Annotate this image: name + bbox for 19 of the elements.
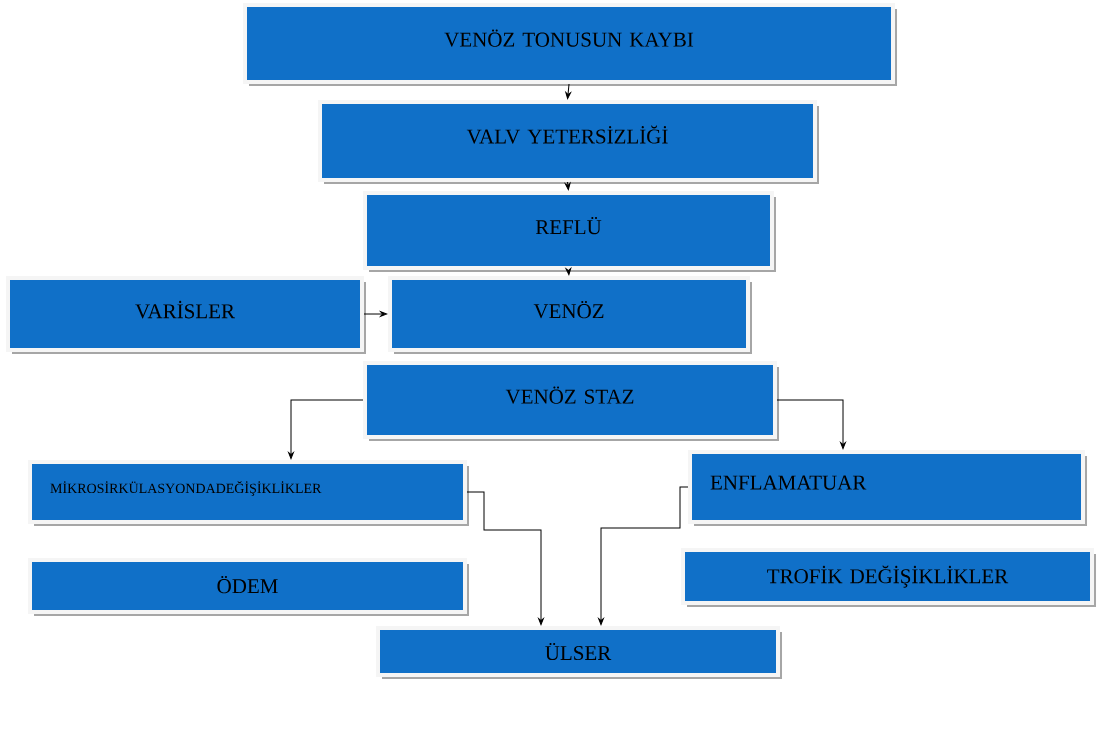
- process-box: ÖDEM: [28, 558, 469, 616]
- arrow: [564, 181, 571, 191]
- process-box: TROFİK DEĞİŞİKLİKLER: [681, 548, 1096, 607]
- arrow: [776, 399, 846, 450]
- arrow: [565, 267, 572, 276]
- process-box: ÜLSER: [376, 626, 782, 679]
- arrow: [466, 491, 544, 626]
- process-box: VENÖZ STAZ: [363, 361, 779, 441]
- process-box: MİKROSİRKÜLASYONDADEĞİŞİKLİKLER: [28, 460, 469, 526]
- process-box: VENÖZ: [388, 276, 752, 354]
- arrow: [363, 311, 388, 317]
- arrow: [288, 399, 364, 460]
- process-box: VARİSLER: [6, 276, 366, 354]
- process-box: VENÖZ TONUSUN KAYBI: [243, 3, 897, 86]
- process-box: ENFLAMATUAR: [688, 450, 1087, 526]
- arrow: [598, 486, 689, 626]
- process-box: VALV YETERSİZLİĞİ: [318, 100, 819, 184]
- process-box: REFLÜ: [363, 191, 776, 272]
- arrow: [565, 83, 572, 100]
